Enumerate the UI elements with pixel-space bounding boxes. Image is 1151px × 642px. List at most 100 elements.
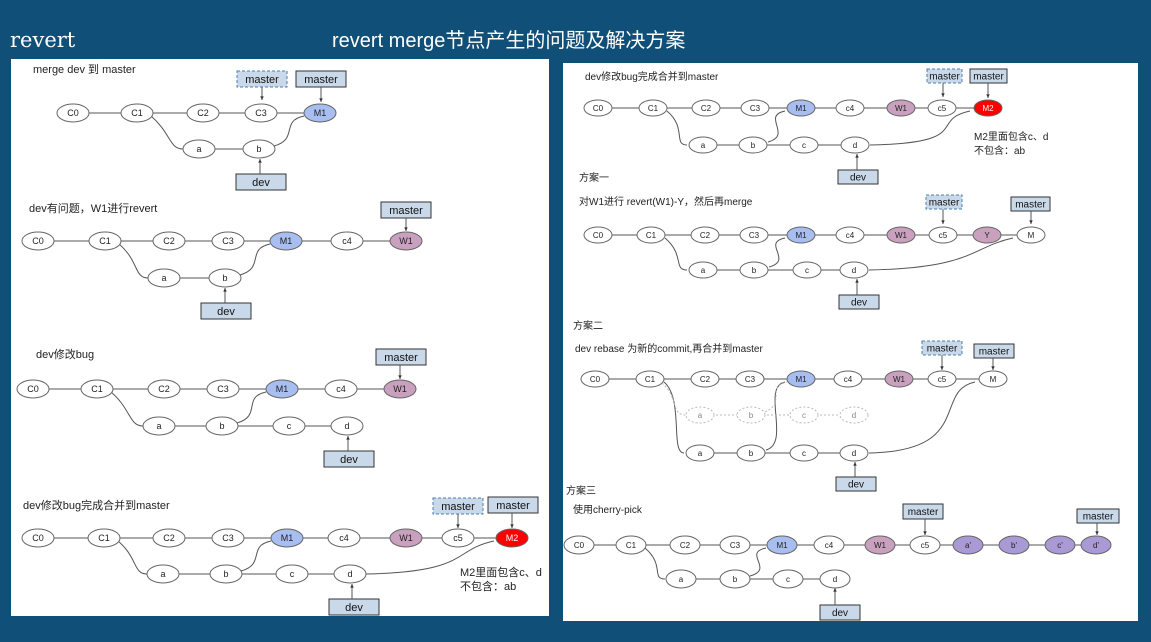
- commit-node: [973, 99, 1003, 117]
- branch-label: dev: [252, 177, 270, 189]
- branch-label: master: [384, 352, 418, 364]
- commit-label: d': [1093, 541, 1099, 550]
- commit-label: M2: [982, 104, 994, 113]
- commit-label: a: [679, 575, 684, 584]
- commit-label: c5: [453, 533, 463, 543]
- arrow-head: [398, 375, 402, 379]
- commit-label: M: [1028, 231, 1035, 240]
- commit-node: [389, 528, 423, 548]
- commit-node: [186, 103, 220, 123]
- commit-node: [272, 416, 306, 436]
- commit-node: [563, 535, 595, 555]
- commit-label: c: [290, 569, 295, 579]
- commit-node: [719, 569, 751, 589]
- commit-edge: [117, 540, 148, 575]
- commit-node: [909, 535, 941, 555]
- commit-node: [389, 231, 423, 251]
- commit-edge: [767, 110, 786, 143]
- branch-label: dev: [340, 454, 358, 466]
- arrow-head: [350, 584, 354, 588]
- commit-node: [864, 535, 896, 555]
- commit-edge: [868, 237, 1014, 271]
- branch-label: master: [1015, 200, 1046, 211]
- branch-label: master: [1083, 512, 1114, 523]
- arrow-head: [456, 524, 460, 528]
- commit-node: [928, 226, 958, 244]
- commit-node: [736, 406, 766, 424]
- scheme-heading: 方案一: [579, 171, 609, 184]
- branch-label-box: [328, 598, 380, 616]
- arrow-head: [346, 436, 350, 440]
- commit-label: C1: [648, 104, 659, 113]
- commit-label: b: [749, 449, 754, 458]
- commit-node: [211, 528, 245, 548]
- arrow-head: [923, 531, 927, 535]
- commit-edge: [150, 115, 184, 150]
- commit-label: C2: [701, 104, 712, 113]
- commit-node: [270, 528, 304, 548]
- commit-node: [719, 535, 751, 555]
- commit-node: [1044, 535, 1076, 555]
- commit-edge: [663, 381, 685, 454]
- branch-label: master: [927, 344, 958, 355]
- diagram-note: 不包含：ab: [460, 579, 516, 593]
- commit-edge: [765, 381, 786, 451]
- commit-label: W1: [895, 104, 908, 113]
- commit-node: [688, 261, 718, 279]
- commit-label: C3: [217, 384, 229, 394]
- commit-label: a: [698, 411, 703, 420]
- diagram-text: merge dev 到 master: [33, 63, 136, 76]
- commit-node: [333, 564, 367, 584]
- commit-label: M1: [795, 375, 807, 384]
- commit-node: [813, 535, 845, 555]
- commit-label: a: [698, 449, 703, 458]
- commit-node: [206, 379, 240, 399]
- commit-label: M1: [795, 231, 807, 240]
- commit-label: C1: [646, 231, 657, 240]
- commit-node: [740, 99, 770, 117]
- commit-label: d: [852, 266, 856, 275]
- commit-node: [789, 136, 819, 154]
- commit-edge: [768, 237, 786, 268]
- commit-label: W1: [393, 384, 407, 394]
- commit-label: c5: [921, 541, 930, 550]
- commit-label: M1: [280, 236, 293, 246]
- commit-node: [87, 528, 121, 548]
- commit-label: C1: [645, 375, 656, 384]
- commit-label: W1: [893, 375, 906, 384]
- commit-edge: [764, 381, 788, 413]
- commit-label: W1: [874, 541, 887, 550]
- commit-label: a: [160, 569, 165, 579]
- commit-node: [580, 370, 610, 388]
- commit-node: [147, 379, 181, 399]
- commit-node: [147, 268, 181, 288]
- commit-label: C2: [163, 236, 175, 246]
- commit-node: [56, 103, 90, 123]
- commit-node: [21, 231, 55, 251]
- commit-edge: [118, 243, 149, 279]
- commit-label: Y: [984, 231, 990, 240]
- commit-label: C0: [32, 533, 44, 543]
- diagram-text: dev修改bug完成合并到master: [585, 70, 719, 83]
- arrow-head: [941, 93, 945, 97]
- arrow-head: [1029, 220, 1033, 224]
- commit-node: [685, 406, 715, 424]
- commit-node: [330, 416, 364, 436]
- commit-label: M: [990, 375, 997, 384]
- branch-label: master: [929, 198, 960, 209]
- branch-label: dev: [345, 602, 363, 614]
- arrow-head: [855, 279, 859, 283]
- commit-label: M1: [314, 108, 327, 118]
- commit-node: [839, 261, 869, 279]
- commit-node: [835, 99, 865, 117]
- commit-label: M1: [281, 533, 294, 543]
- commit-label: d: [852, 411, 856, 420]
- branch-label: dev: [217, 306, 235, 318]
- commit-label: W1: [895, 231, 908, 240]
- commit-label: c: [802, 449, 806, 458]
- branch-label: master: [979, 347, 1010, 358]
- commit-label: a: [196, 144, 201, 154]
- commit-label: C0: [32, 236, 44, 246]
- commit-label: d: [852, 449, 856, 458]
